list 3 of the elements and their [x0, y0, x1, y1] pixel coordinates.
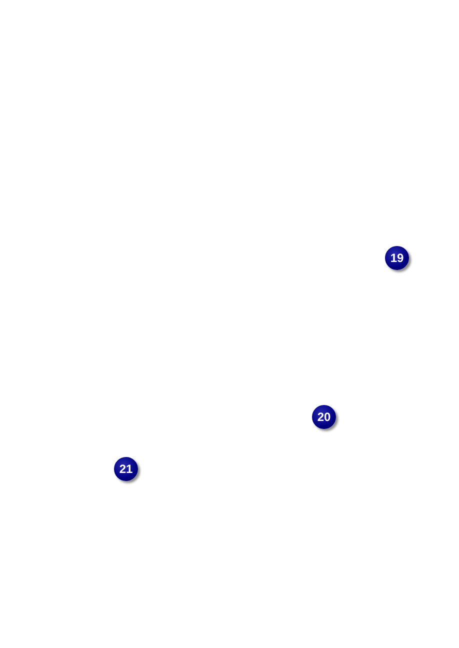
callout-number: 20 — [312, 405, 336, 429]
callout-number: 21 — [114, 457, 138, 481]
callout-number: 19 — [385, 246, 409, 270]
